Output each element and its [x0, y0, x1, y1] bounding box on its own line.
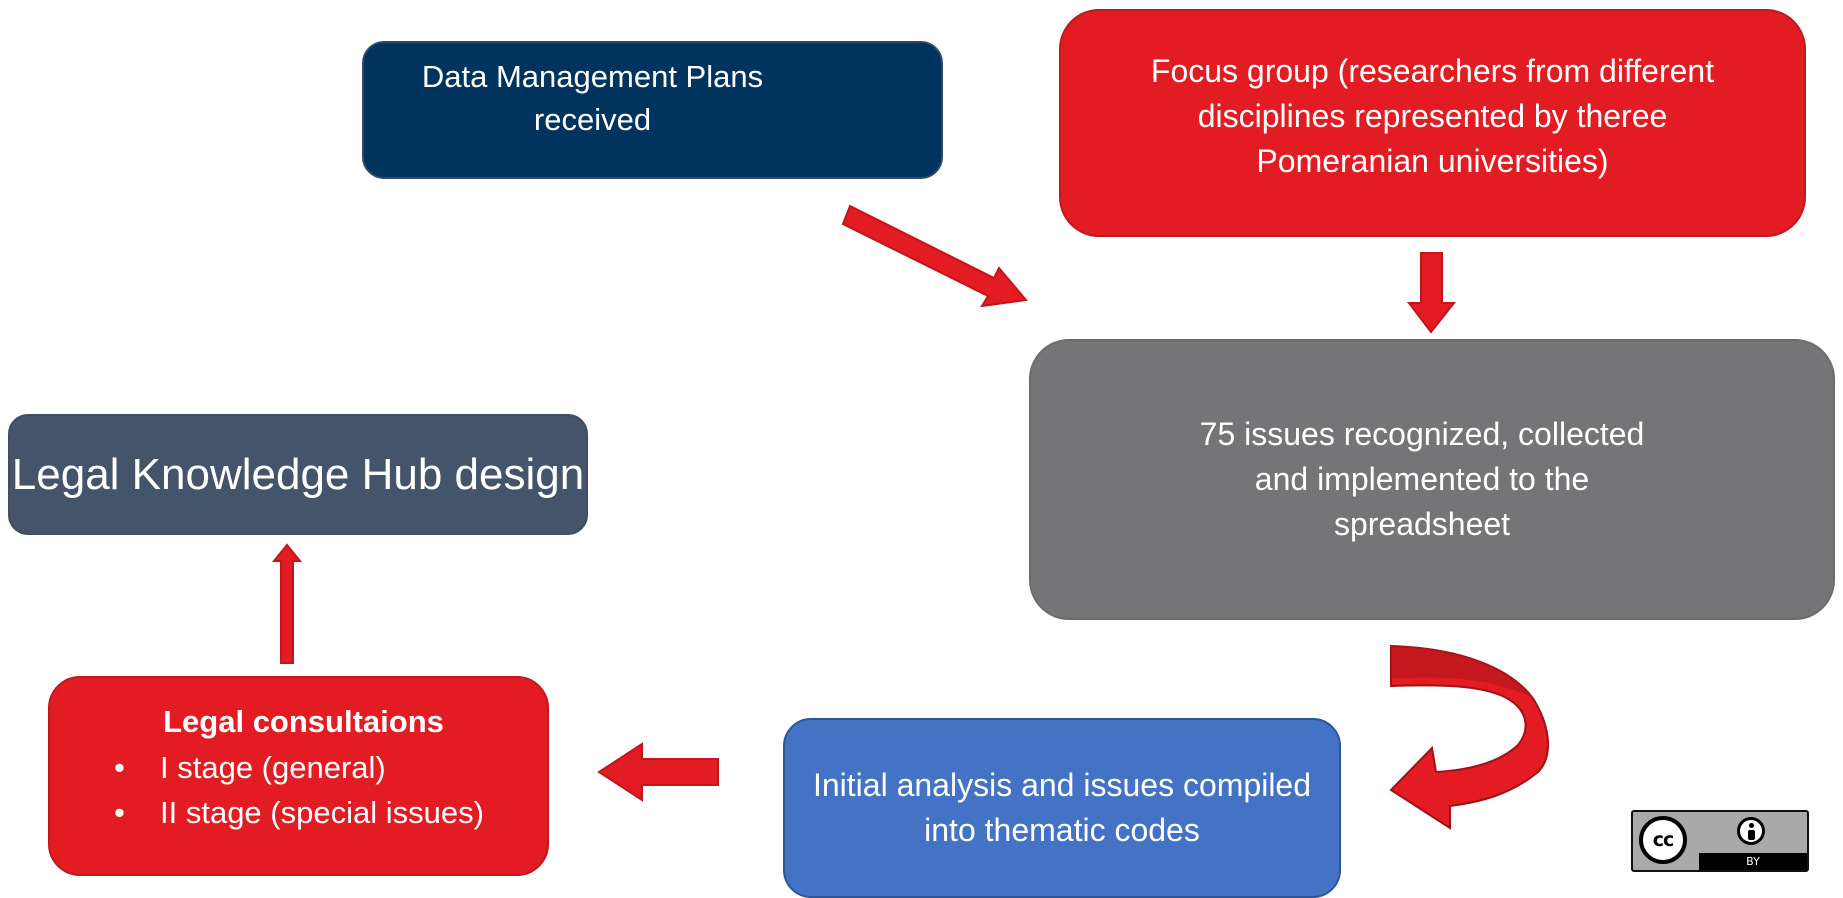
node-issues-line2: and implemented to the: [1254, 461, 1590, 498]
cc-by-license-badge[interactable]: cc BY: [1631, 810, 1809, 872]
bullet-icon: •: [114, 795, 125, 831]
node-initial-analysis: Initial analysis and issues compiled int…: [783, 718, 1341, 898]
node-issues-line3: spreadsheet: [1333, 505, 1511, 542]
node-legal-title: Legal consultaions: [163, 704, 444, 739]
arrow-legal-to-hub: [271, 543, 303, 664]
node-hub-label: Legal Knowledge Hub design: [11, 449, 585, 499]
legal-stage-label: I stage (general): [160, 750, 386, 786]
attribution-person-icon: [1737, 817, 1765, 845]
arrow-initial-to-legal: [597, 742, 719, 802]
legal-stage-list: • I stage (general) • II stage (special …: [80, 745, 484, 835]
legal-stage-item: • I stage (general): [80, 745, 484, 790]
by-label: BY: [1699, 853, 1807, 870]
node-focus-group: Focus group (researchers from different …: [1059, 9, 1806, 237]
legal-stage-item: • II stage (special issues): [80, 790, 484, 835]
node-legal-knowledge-hub: Legal Knowledge Hub design: [8, 414, 588, 535]
cc-icon: cc: [1639, 816, 1687, 864]
node-dmp-line2: received: [533, 102, 652, 137]
node-focus-line3: Pomeranian universities): [1256, 142, 1609, 179]
node-initial-line2: into thematic codes: [924, 812, 1200, 848]
legal-stage-label: II stage (special issues): [160, 795, 484, 831]
arrow-focus-to-issues: [1406, 252, 1457, 334]
node-issues-recognized: 75 issues recognized, collected and impl…: [1029, 339, 1835, 620]
node-focus-line1: Focus group (researchers from different: [1150, 53, 1715, 89]
bullet-icon: •: [114, 750, 125, 786]
node-focus-line2: disciplines represented by theree: [1197, 97, 1668, 134]
node-issues-line1: 75 issues recognized, collected: [1199, 416, 1645, 453]
node-data-management-plans: Data Management Plans received: [362, 41, 943, 179]
node-legal-consultations: Legal consultaions • I stage (general) •…: [48, 676, 549, 876]
arrow-curve-shade: [1391, 646, 1534, 700]
node-dmp-line1: Data Management Plans: [421, 58, 764, 94]
node-initial-line1: Initial analysis and issues compiled: [812, 767, 1312, 804]
arrow-dmp-to-issues: [841, 204, 1028, 308]
